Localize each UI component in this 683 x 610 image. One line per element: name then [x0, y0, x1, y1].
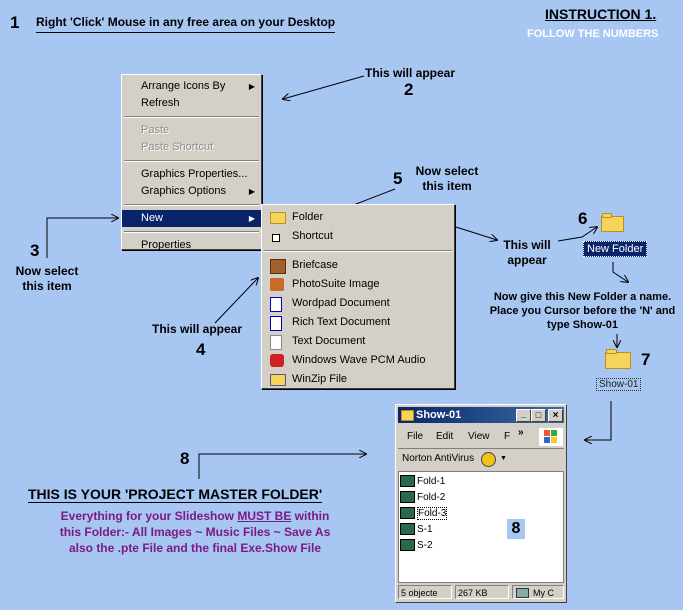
- step-6-rename-text: Now give this New Folder a name. Place y…: [489, 291, 676, 331]
- step-6-text: This will appear: [503, 238, 551, 267]
- folder-icon: [270, 212, 286, 224]
- chevron-down-icon[interactable]: ▼: [500, 455, 507, 462]
- project-master-title: THIS IS YOUR 'PROJECT MASTER FOLDER': [28, 486, 323, 503]
- list-item[interactable]: S-2: [400, 538, 447, 554]
- submenu-wave[interactable]: Windows Wave PCM Audio: [262, 351, 454, 370]
- menu-graphics-options[interactable]: Graphics Options▶: [141, 185, 255, 197]
- arrow-4: [214, 278, 258, 324]
- new-submenu: Folder Shortcut Briefcase PhotoSuite Ima…: [261, 204, 455, 389]
- shortcut-icon: [272, 234, 280, 242]
- explorer-window: Show-01 _ □ × File Edit View F » Norton …: [395, 404, 567, 603]
- list-item[interactable]: Fold-3: [400, 506, 448, 522]
- step-8-number: 8: [180, 449, 190, 468]
- step-1-number: 1: [10, 13, 20, 32]
- list-item[interactable]: Fold-2: [400, 490, 447, 506]
- menu-more[interactable]: »: [518, 427, 524, 438]
- menu-refresh[interactable]: Refresh: [141, 97, 180, 109]
- step-3-text: Now select this item: [15, 264, 79, 293]
- submenu-winzip[interactable]: WinZip File: [262, 370, 454, 389]
- submenu-shortcut[interactable]: Shortcut: [262, 227, 454, 246]
- explorer-menubar: File Edit View F »: [398, 426, 564, 449]
- norton-antivirus-label[interactable]: Norton AntiVirus: [402, 453, 475, 464]
- menu-arrange-icons[interactable]: Arrange Icons By▶: [141, 80, 255, 92]
- project-description: Everything for your Slideshow MUST BE wi…: [59, 509, 331, 555]
- folder-icon: [401, 410, 414, 421]
- menu-paste: Paste: [141, 124, 170, 136]
- photosuite-icon: [270, 278, 284, 291]
- status-objects: 5 objecte: [398, 585, 452, 599]
- briefcase-icon: [270, 259, 286, 274]
- step-8-marker: 8: [507, 519, 525, 539]
- explorer-title: Show-01: [416, 409, 462, 421]
- menu-new[interactable]: New▶: [122, 210, 261, 227]
- instruction-title: INSTRUCTION 1.: [545, 6, 657, 22]
- arrow-7b: [585, 401, 612, 440]
- rtf-icon: [270, 316, 282, 331]
- step-2-number: 2: [404, 80, 414, 99]
- step-3-number: 3: [30, 241, 40, 260]
- arrow-6b: [612, 262, 628, 282]
- list-item[interactable]: S-1: [400, 522, 447, 538]
- slideshow-icon: [400, 507, 415, 520]
- arrow-8: [198, 454, 366, 479]
- menu-properties[interactable]: Properties: [141, 239, 192, 251]
- winzip-icon: [270, 374, 286, 386]
- step-4-number: 4: [196, 340, 206, 359]
- desktop-context-menu: Arrange Icons By▶ Refresh Paste Paste Sh…: [121, 74, 262, 251]
- antivirus-toolbar: Norton AntiVirus ▼: [398, 449, 564, 469]
- arrow-3: [46, 218, 118, 258]
- computer-icon: [516, 588, 529, 598]
- minimize-button[interactable]: _: [516, 409, 531, 422]
- step-7-number: 7: [641, 350, 651, 369]
- show01-folder-icon[interactable]: [605, 348, 631, 369]
- menu-paste-shortcut: Paste Shortcut: [141, 141, 214, 153]
- step-4-text: This will appear: [152, 322, 243, 336]
- norton-icon[interactable]: [481, 452, 496, 467]
- step-5-number: 5: [393, 169, 403, 188]
- step-2-text: This will appear: [365, 66, 456, 80]
- new-folder-label[interactable]: New Folder: [583, 241, 648, 257]
- arrow-6: [557, 227, 597, 242]
- wave-audio-icon: [270, 354, 284, 367]
- wordpad-icon: [270, 297, 282, 312]
- instruction-subtitle: FOLLOW THE NUMBERS: [527, 28, 659, 40]
- show01-folder-label[interactable]: Show-01: [596, 378, 642, 391]
- slideshow-icon: [400, 475, 415, 488]
- text-document-icon: [270, 335, 282, 350]
- menu-edit[interactable]: Edit: [436, 431, 454, 442]
- submenu-wordpad[interactable]: Wordpad Document: [262, 294, 454, 313]
- file-list: Fold-1 Fold-2 Fold-3 S-1 S-2: [400, 474, 448, 554]
- submenu-text[interactable]: Text Document: [262, 332, 454, 351]
- explorer-titlebar[interactable]: Show-01 _ □ ×: [398, 407, 564, 423]
- slideshow-icon: [400, 523, 415, 536]
- list-item[interactable]: Fold-1: [400, 474, 447, 490]
- explorer-statusbar: 5 objecte 267 KB My C: [398, 585, 564, 601]
- menu-favorites[interactable]: F: [504, 431, 511, 442]
- submenu-briefcase[interactable]: Briefcase: [262, 256, 454, 275]
- submenu-rtf[interactable]: Rich Text Document: [262, 313, 454, 332]
- slideshow-icon: [400, 539, 415, 552]
- step-1-text: Right 'Click' Mouse in any free area on …: [36, 15, 336, 33]
- step-5-text: Now select this item: [415, 164, 479, 193]
- step-6-number: 6: [578, 209, 588, 228]
- menu-graphics-properties[interactable]: Graphics Properties...: [141, 168, 248, 180]
- new-folder-icon[interactable]: [601, 213, 624, 232]
- submenu-folder[interactable]: Folder: [262, 208, 454, 227]
- menu-view[interactable]: View: [468, 431, 490, 442]
- menu-file[interactable]: File: [407, 431, 424, 442]
- arrow-2: [283, 75, 365, 99]
- submenu-photosuite[interactable]: PhotoSuite Image: [262, 275, 454, 294]
- status-size: 267 KB: [455, 585, 509, 599]
- explorer-file-list: Fold-1 Fold-2 Fold-3 S-1 S-2 8: [398, 471, 564, 583]
- close-button[interactable]: ×: [548, 409, 563, 422]
- status-computer: My C: [512, 585, 564, 599]
- maximize-button[interactable]: □: [531, 409, 546, 422]
- windows-logo-icon: [539, 428, 563, 446]
- slideshow-icon: [400, 491, 415, 504]
